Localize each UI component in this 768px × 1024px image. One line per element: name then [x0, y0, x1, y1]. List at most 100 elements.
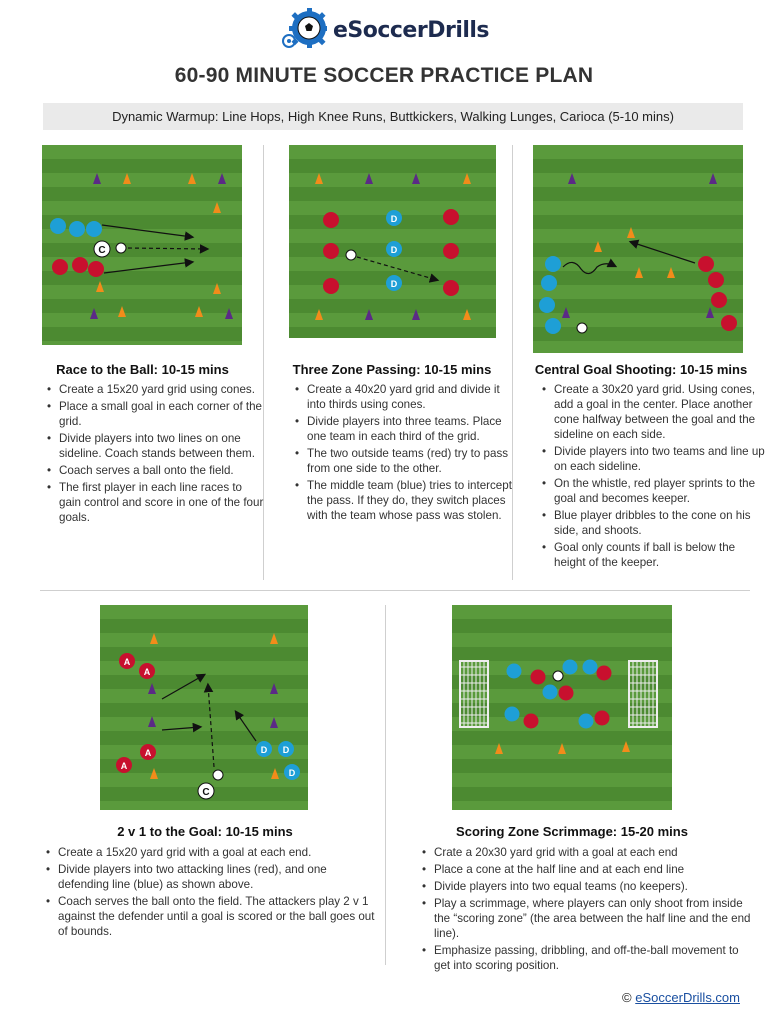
cone — [123, 173, 131, 184]
attacker-label: A — [144, 667, 151, 677]
player-red — [323, 278, 339, 294]
player-blue — [578, 713, 594, 729]
cone — [213, 283, 221, 294]
player-blue — [582, 659, 598, 675]
coach — [93, 240, 111, 258]
copyright-symbol: © — [622, 990, 632, 1005]
list-item: Divide players into two equal teams (no … — [422, 879, 754, 894]
list-item: The two outside teams (red) try to pass … — [295, 446, 515, 476]
drill-instructions: Create a 15x20 yard grid using cones. Pl… — [46, 382, 264, 527]
ball — [345, 249, 357, 261]
player-blue — [545, 318, 561, 334]
cone — [594, 241, 602, 252]
list-item: Create a 15x20 yard grid with a goal at … — [46, 845, 378, 860]
cone — [96, 281, 104, 292]
soccer-ball-gear-icon — [281, 8, 327, 48]
player-blue — [541, 275, 557, 291]
cone — [118, 306, 126, 317]
ball — [115, 242, 127, 254]
drill-diagram-three-zone-passing: D D D — [289, 145, 496, 338]
column-divider — [512, 145, 513, 580]
player-red — [323, 243, 339, 259]
attacker-label: A — [124, 657, 131, 667]
cone — [558, 743, 566, 754]
cone — [412, 309, 420, 320]
player-red — [443, 209, 459, 225]
cone — [271, 768, 279, 779]
drill-diagram-central-goal-shooting — [533, 145, 743, 353]
drill-title: 2 v 1 to the Goal: 10-15 mins — [117, 824, 293, 839]
list-item: Divide players into two teams and line u… — [542, 444, 766, 474]
ball — [552, 670, 564, 682]
player-red — [116, 757, 132, 773]
drill-title: Central Goal Shooting: 10-15 mins — [534, 362, 748, 377]
list-item: Play a scrimmage, where players can only… — [422, 896, 754, 941]
defender-label: D — [289, 768, 296, 778]
website-link[interactable]: eSoccerDrills.com — [635, 990, 740, 1005]
player-blue — [69, 221, 85, 237]
player-red — [711, 292, 727, 308]
cone — [627, 227, 635, 238]
warmup-banner: Dynamic Warmup: Line Hops, High Knee Run… — [43, 103, 743, 130]
drill-title: Race to the Ball: 10-15 mins — [56, 362, 229, 377]
drill-diagram-2v1-to-the-goal: A A A A D D D C — [100, 605, 308, 810]
attacker-label: A — [121, 761, 128, 771]
cone — [270, 683, 278, 694]
cone — [622, 741, 630, 752]
list-item: Emphasize passing, dribbling, and off-th… — [422, 943, 754, 973]
list-item: Blue player dribbles to the cone on his … — [542, 508, 766, 538]
defender-label: D — [391, 245, 398, 255]
cone — [365, 309, 373, 320]
cone — [270, 633, 278, 644]
player-red — [523, 713, 539, 729]
player-blue — [284, 764, 300, 780]
row-divider — [40, 590, 750, 591]
cone — [463, 173, 471, 184]
drill-title: Three Zone Passing: 10-15 mins — [292, 362, 492, 377]
player-red — [708, 272, 724, 288]
player-red — [140, 744, 156, 760]
cone — [495, 743, 503, 754]
list-item: Crate a 20x30 yard grid with a goal at e… — [422, 845, 754, 860]
ball — [576, 322, 588, 334]
attacker-label: A — [145, 748, 152, 758]
drill-title: Scoring Zone Scrimmage: 15-20 mins — [456, 824, 688, 839]
cone — [706, 307, 714, 318]
cone — [635, 267, 643, 278]
coach-label: C — [202, 787, 209, 798]
drill-instructions: Create a 40x20 yard grid and divide it i… — [294, 382, 515, 525]
player-blue — [545, 256, 561, 272]
column-divider — [263, 145, 264, 580]
footer: © eSoccerDrills.com — [622, 990, 740, 1005]
cone — [270, 717, 278, 728]
list-item: Divide players into two lines on one sid… — [47, 431, 264, 461]
player-red — [443, 280, 459, 296]
cone — [365, 173, 373, 184]
player-red — [443, 243, 459, 259]
cone — [463, 309, 471, 320]
player-red — [698, 256, 714, 272]
cone — [218, 173, 226, 184]
drill-diagram-scoring-zone-scrimmage — [452, 605, 672, 810]
cone — [315, 173, 323, 184]
list-item: Divide players into two attacking lines … — [46, 862, 378, 892]
player-blue — [386, 241, 402, 257]
cone — [188, 173, 196, 184]
player-blue — [386, 275, 402, 291]
player-red — [323, 212, 339, 228]
brand-logo: eSoccerDrills — [0, 8, 768, 52]
list-item: The first player in each line races to g… — [47, 480, 264, 525]
coach-label: C — [98, 245, 105, 256]
goal-left — [459, 660, 489, 728]
ball — [212, 769, 224, 781]
cone — [150, 633, 158, 644]
cone — [568, 173, 576, 184]
column-divider — [385, 605, 386, 965]
list-item: Coach serves a ball onto the field. — [47, 463, 264, 478]
coach — [197, 782, 215, 800]
cone — [562, 307, 570, 318]
cone — [93, 173, 101, 184]
drill-instructions: Crate a 20x30 yard grid with a goal at e… — [421, 845, 754, 975]
player-blue — [278, 741, 294, 757]
cone — [412, 173, 420, 184]
